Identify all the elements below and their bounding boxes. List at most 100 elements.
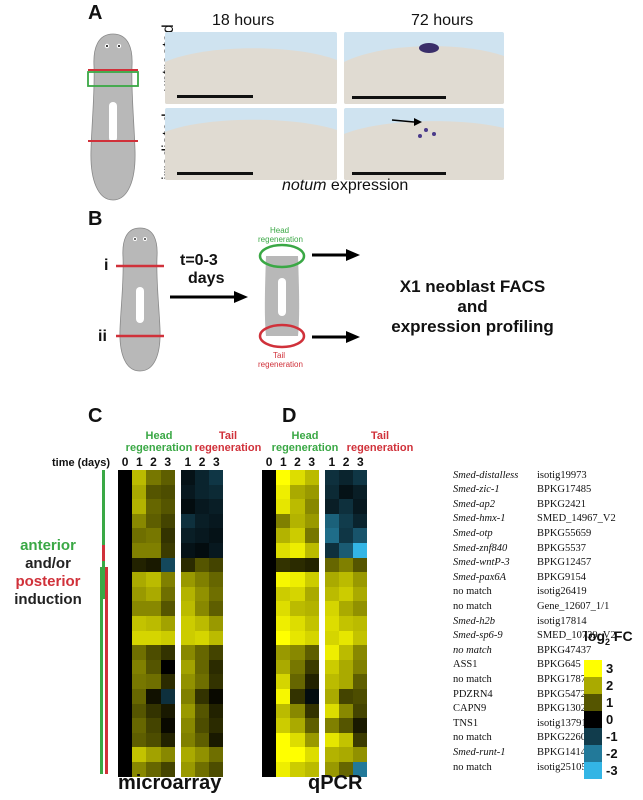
microarray-cell-r20-c6 xyxy=(209,762,224,777)
qpcr-cell-r9-c1 xyxy=(276,601,291,616)
gene-id-17: isotig13791 xyxy=(537,717,587,729)
microarray-cell-r4-c6 xyxy=(209,528,224,543)
gene-id-3: SMED_14967_V2 xyxy=(537,513,616,525)
microarray-cell-r18-c3 xyxy=(160,732,175,748)
time-label-line1: t=0-3 xyxy=(180,252,218,269)
both-bar-red xyxy=(105,567,108,774)
legend-fc: FC xyxy=(610,628,633,644)
microarray-cell-r0-c3 xyxy=(160,470,175,485)
qpcr-cell-r20-c2 xyxy=(290,762,305,777)
qpcr-cell-r12-c6 xyxy=(353,645,368,660)
qpcr-cell-r18-c1 xyxy=(276,732,291,748)
gene-name-13: ASS1 xyxy=(453,659,478,671)
microarray-cell-r19-c3 xyxy=(160,747,175,762)
qpcr-col-label-5: 2 xyxy=(342,455,350,469)
gene-id-7: BPKG9154 xyxy=(537,571,587,583)
qpcr-cell-r2-c4 xyxy=(324,499,339,514)
qpcr-cell-r14-c1 xyxy=(276,674,291,689)
qpcr-cell-r11-c1 xyxy=(276,630,291,646)
qpcr-col-label-6: 3 xyxy=(356,455,364,469)
side-anterior: anterior xyxy=(20,537,76,554)
microarray-cell-r7-c5 xyxy=(195,572,210,587)
gene-name-17: TNS1 xyxy=(453,717,479,729)
microarray-cell-r7-c2 xyxy=(146,572,161,587)
qpcr-cell-r20-c6 xyxy=(353,762,368,777)
posterior-bar-short xyxy=(102,545,105,561)
gene-name-5: Smed-znf840 xyxy=(453,542,508,554)
legend-swatch-4 xyxy=(584,728,602,745)
microarray-cell-r4-c2 xyxy=(146,528,161,543)
legend-sub: 2 xyxy=(605,636,611,647)
qpcr-cell-r3-c3 xyxy=(304,513,319,529)
microarray-cell-r7-c4 xyxy=(180,572,195,587)
microarray-cell-r16-c5 xyxy=(195,703,210,719)
legend-swatch-5 xyxy=(584,745,602,762)
qpcr-cell-r1-c5 xyxy=(339,484,354,500)
microarray-cell-r12-c4 xyxy=(180,645,195,660)
panel-c-letter: C xyxy=(88,405,103,427)
microarray-cell-r18-c5 xyxy=(195,732,210,748)
qpcr-cell-r6-c5 xyxy=(339,557,354,573)
qpcr-col-label-1: 1 xyxy=(279,455,287,469)
microarray-cell-r1-c2 xyxy=(146,484,161,500)
gene-name-14: no match xyxy=(453,673,492,685)
qpcr-cell-r16-c1 xyxy=(276,703,291,719)
legend-tick-3: 0 xyxy=(606,712,614,727)
qpcr-cell-r7-c3 xyxy=(304,572,319,587)
microarray-cell-r1-c4 xyxy=(180,484,195,500)
microarray-cell-r15-c3 xyxy=(160,689,175,704)
qpcr-cell-r15-c6 xyxy=(353,689,368,704)
photo-irradiated-72h xyxy=(344,108,504,180)
microarray-cell-r11-c2 xyxy=(146,630,161,646)
qpcr-cell-r19-c1 xyxy=(276,747,291,762)
panel-d-tail2: regeneration xyxy=(346,442,414,454)
tail-regen-b-label2: regeneration xyxy=(258,360,303,369)
qpcr-cell-r19-c2 xyxy=(290,747,305,762)
microarray-cell-r9-c2 xyxy=(146,601,161,616)
gene-id-20: isotig25105 xyxy=(537,761,587,773)
microarray-cell-r9-c5 xyxy=(195,601,210,616)
microarray-cell-r15-c5 xyxy=(195,689,210,704)
microarray-cell-r5-c3 xyxy=(160,543,175,558)
microarray-cell-r5-c1 xyxy=(132,543,147,558)
qpcr-cell-r10-c6 xyxy=(353,616,368,631)
microarray-cell-r15-c2 xyxy=(146,689,161,704)
microarray-cell-r9-c0 xyxy=(118,601,133,616)
legend-swatch-3 xyxy=(584,711,602,728)
qpcr-cell-r12-c5 xyxy=(339,645,354,660)
qpcr-cell-r2-c3 xyxy=(304,499,319,514)
microarray-cell-r18-c4 xyxy=(180,732,195,748)
microarray-cell-r10-c6 xyxy=(209,616,224,631)
microarray-cell-r13-c6 xyxy=(209,659,224,675)
microarray-cell-r7-c6 xyxy=(209,572,224,587)
legend-swatch-6 xyxy=(584,762,602,779)
gene-name-12: no match xyxy=(453,644,492,656)
qpcr-cell-r13-c1 xyxy=(276,659,291,675)
panel-a-col1-header: 18 hours xyxy=(212,12,275,29)
microarray-cell-r20-c1 xyxy=(132,762,147,777)
microarray-cell-r14-c1 xyxy=(132,674,147,689)
qpcr-cell-r8-c0 xyxy=(262,586,277,602)
microarray-cell-r4-c5 xyxy=(195,528,210,543)
microarray-cell-r16-c1 xyxy=(132,703,147,719)
microarray-cell-r5-c0 xyxy=(118,543,133,558)
microarray-cell-r1-c5 xyxy=(195,484,210,500)
qpcr-cell-r1-c2 xyxy=(290,484,305,500)
microarray-cell-r16-c6 xyxy=(209,703,224,719)
panel-c-head1: Head xyxy=(145,430,173,442)
microarray-cell-r11-c0 xyxy=(118,630,133,646)
qpcr-cell-r5-c1 xyxy=(276,543,291,558)
qpcr-cell-r0-c6 xyxy=(353,470,368,485)
microarray-cell-r18-c2 xyxy=(146,732,161,748)
legend-swatch-1 xyxy=(584,677,602,694)
microarray-cell-r6-c3 xyxy=(160,557,175,573)
qpcr-col-label-0: 0 xyxy=(265,455,273,469)
gene-name-2: Smed-ap2 xyxy=(453,498,495,510)
qpcr-cell-r5-c5 xyxy=(339,543,354,558)
qpcr-cell-r2-c0 xyxy=(262,499,277,514)
qpcr-cell-r2-c1 xyxy=(276,499,291,514)
microarray-cell-r4-c1 xyxy=(132,528,147,543)
qpcr-cell-r1-c1 xyxy=(276,484,291,500)
qpcr-cell-r5-c6 xyxy=(353,543,368,558)
microarray-cell-r14-c6 xyxy=(209,674,224,689)
